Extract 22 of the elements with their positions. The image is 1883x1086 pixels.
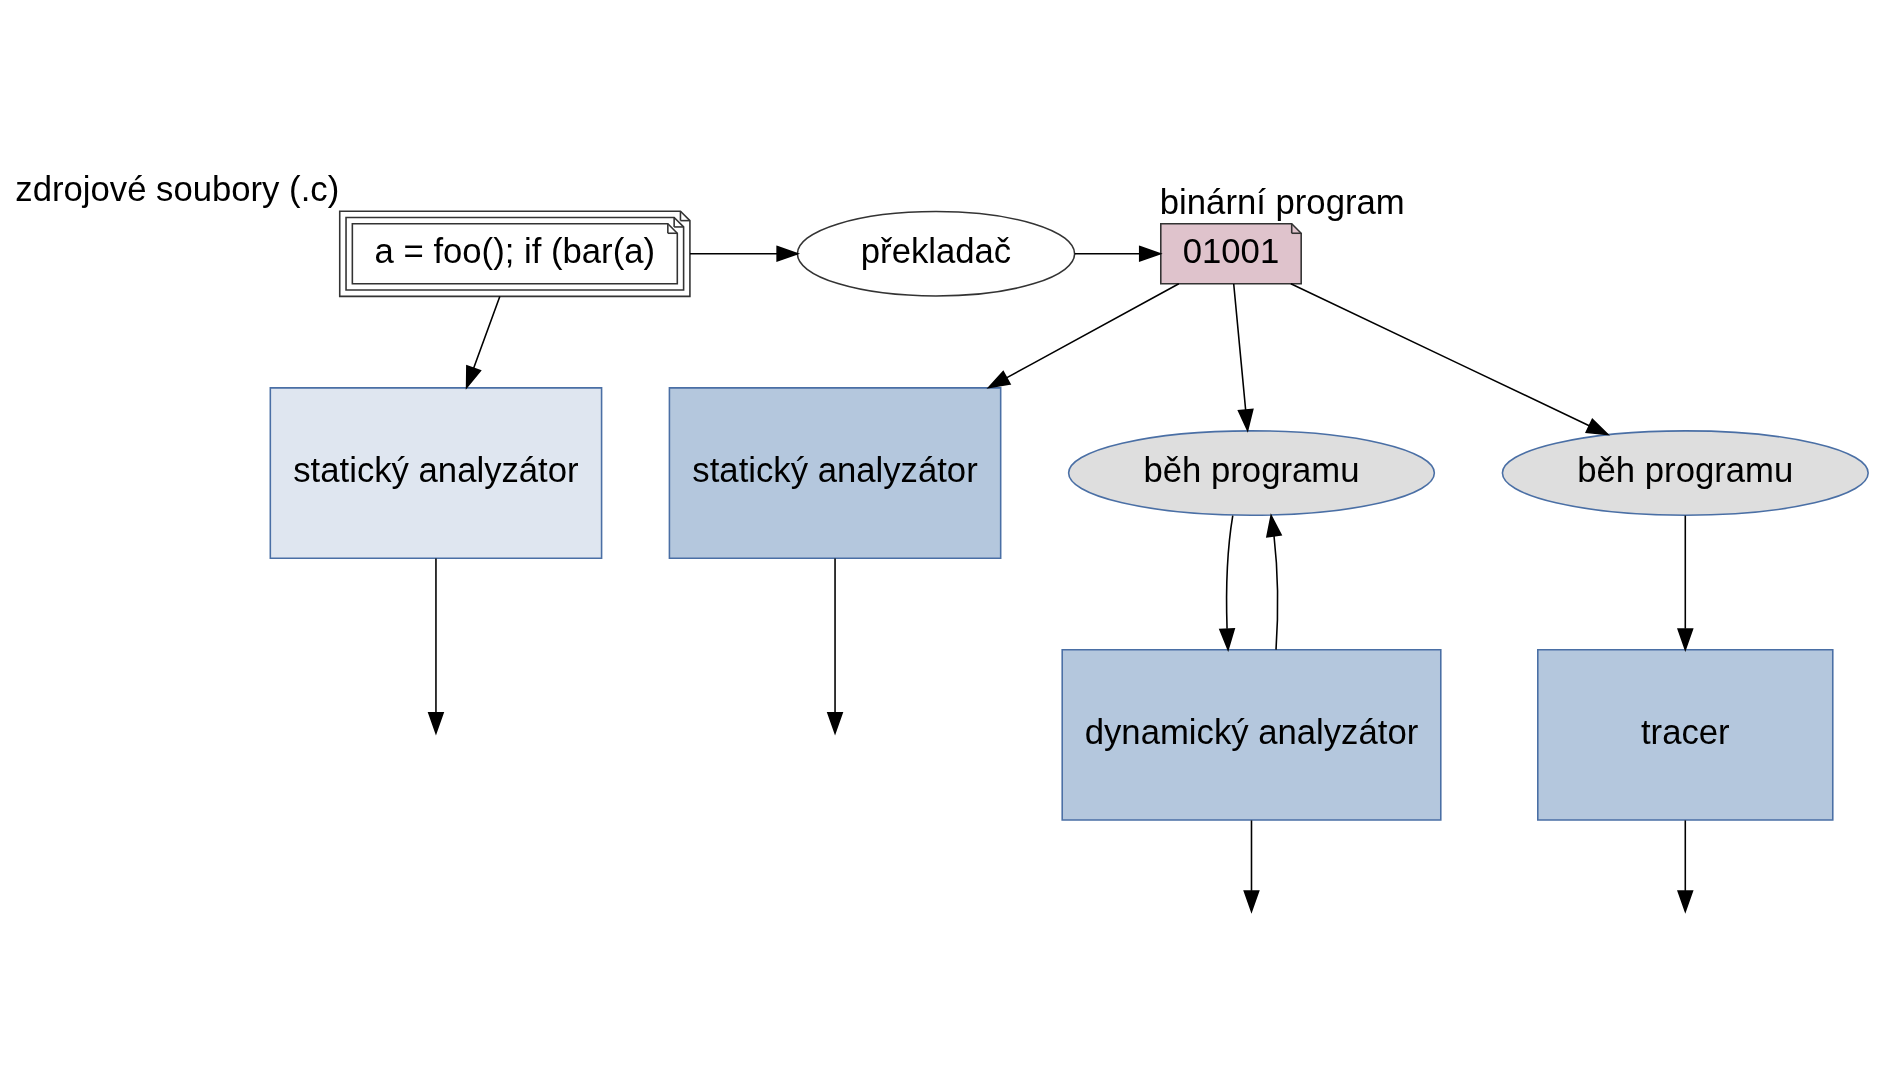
node-label: binární program: [1159, 182, 1405, 221]
arrow: [1677, 514, 1694, 653]
arrow: [1232, 283, 1254, 433]
arrow: [986, 283, 1180, 389]
arrow: [427, 557, 445, 736]
arrow: [1265, 513, 1283, 651]
arrow: [826, 557, 844, 736]
arrow: [1243, 819, 1260, 914]
arrow: [1677, 819, 1694, 914]
arrow: [689, 245, 801, 263]
node-box: tracer: [1537, 648, 1834, 821]
node-box: statický analyzátor: [668, 387, 1002, 559]
arrow: [1218, 514, 1236, 653]
arrow: [1074, 245, 1163, 263]
node-ellipse: běh programu: [1067, 430, 1436, 516]
node-label: zdrojové soubory (.c): [15, 170, 340, 209]
node-ellipse: běh programu: [1501, 430, 1869, 516]
arrow: [465, 295, 501, 390]
node-box: statický analyzátor: [269, 387, 603, 559]
node-ellipse: překladač: [796, 210, 1076, 297]
arrow: [1290, 283, 1610, 436]
node-box: dynamický analyzátor: [1061, 648, 1442, 821]
